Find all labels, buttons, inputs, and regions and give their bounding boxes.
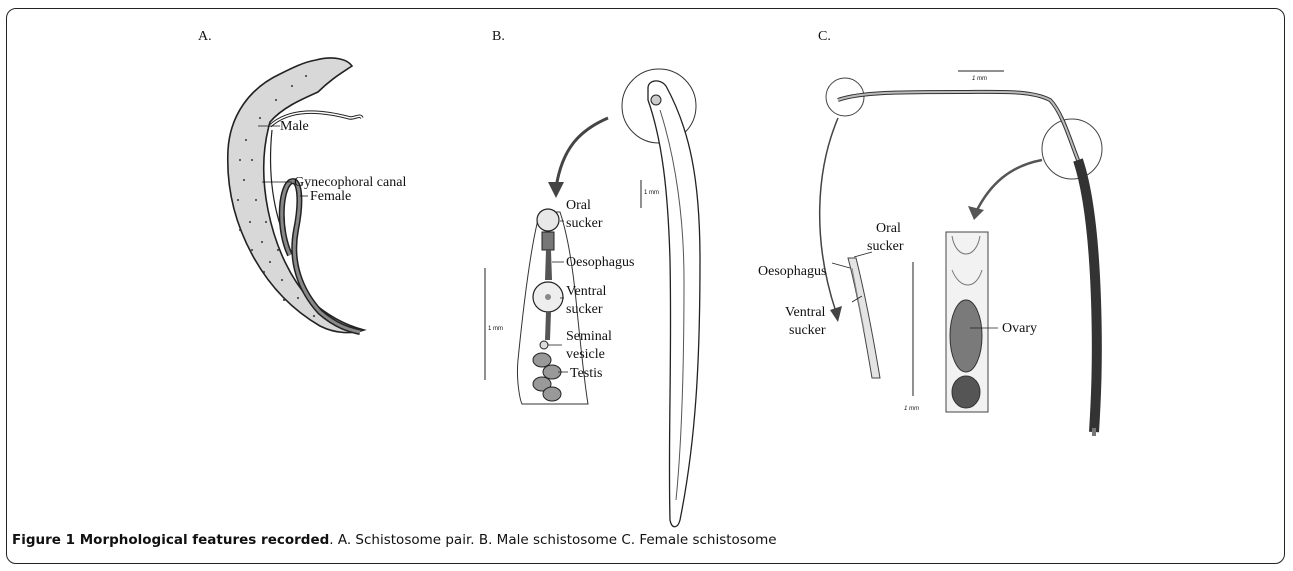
label-c-sucker: sucker <box>867 239 904 254</box>
scale-c-top: 1 mm <box>972 76 987 82</box>
label-c-oesophagus: Oesophagus <box>758 264 826 279</box>
label-female: Female <box>310 189 351 204</box>
panel-label-b: B. <box>492 29 505 44</box>
label-gynecophoral-canal: Gynecophoral canal <box>294 175 406 190</box>
figure-caption: Figure 1 Morphological features recorded… <box>12 532 1272 548</box>
female-schistosome-drawing <box>820 71 1102 436</box>
panel-label-c: C. <box>818 29 831 44</box>
scale-b-left: 1 mm <box>488 326 503 332</box>
scale-b-top: 1 mm <box>644 190 659 196</box>
label-b-ventral: Ventral <box>566 284 607 299</box>
label-male: Male <box>280 119 309 134</box>
caption-text: . A. Schistosome pair. B. Male schistoso… <box>329 532 776 548</box>
label-b-oral: Oral <box>566 198 591 213</box>
panel-label-a: A. <box>198 29 212 44</box>
label-b-sucker: sucker <box>566 216 603 231</box>
label-b-oesophagus: Oesophagus <box>566 255 634 270</box>
label-b-vesicle: vesicle <box>566 347 605 362</box>
label-c-ventral-sucker: sucker <box>789 323 826 338</box>
label-b-testis: Testis <box>570 366 602 381</box>
label-c-ventral: Ventral <box>785 305 826 320</box>
scale-c-bottom: 1 mm <box>904 406 919 412</box>
caption-title: Figure 1 Morphological features recorded <box>12 532 329 548</box>
label-b-ventral-sucker: sucker <box>566 302 603 317</box>
label-b-seminal: Seminal <box>566 329 612 344</box>
label-c-ovary: Ovary <box>1002 321 1037 336</box>
label-c-oral: Oral <box>876 221 901 236</box>
